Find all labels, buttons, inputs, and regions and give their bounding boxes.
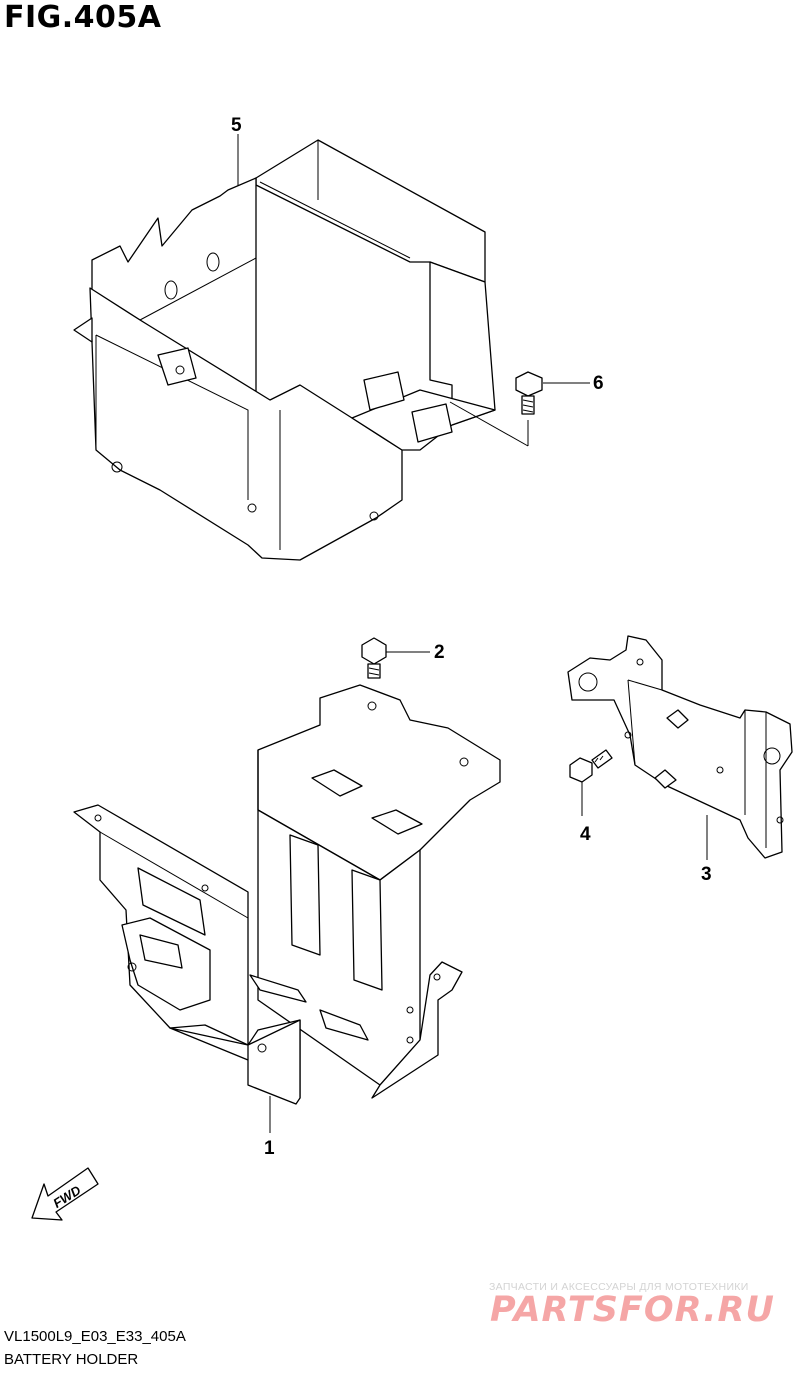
part-1-battery-holder[interactable] bbox=[73, 684, 501, 1133]
watermark-tagline: ЗАПЧАСТИ И АКСЕССУАРЫ ДЛЯ МОТОТЕХНИКИ bbox=[489, 1281, 749, 1293]
callout-3[interactable]: 3 bbox=[701, 864, 712, 885]
part-5-battery-case[interactable] bbox=[73, 134, 496, 561]
callout-6[interactable]: 6 bbox=[593, 373, 604, 394]
model-code: VL1500L9_E03_E33_405A bbox=[4, 1328, 186, 1345]
callout-1[interactable]: 1 bbox=[264, 1138, 275, 1159]
part-3-side-bracket[interactable] bbox=[567, 635, 793, 860]
part-6-bolt[interactable] bbox=[449, 371, 590, 447]
watermark-logo: PARTSFOR.RU bbox=[490, 1290, 775, 1330]
part-2-bolt[interactable] bbox=[361, 637, 430, 679]
part-4-bolt[interactable] bbox=[569, 749, 613, 816]
callout-4[interactable]: 4 bbox=[580, 824, 591, 845]
callout-5[interactable]: 5 bbox=[231, 115, 242, 136]
callout-2[interactable]: 2 bbox=[434, 642, 445, 663]
fwd-arrow: FWD bbox=[31, 1167, 99, 1221]
figure-caption: BATTERY HOLDER bbox=[4, 1351, 139, 1368]
figure-title: FIG.405A bbox=[4, 0, 162, 35]
